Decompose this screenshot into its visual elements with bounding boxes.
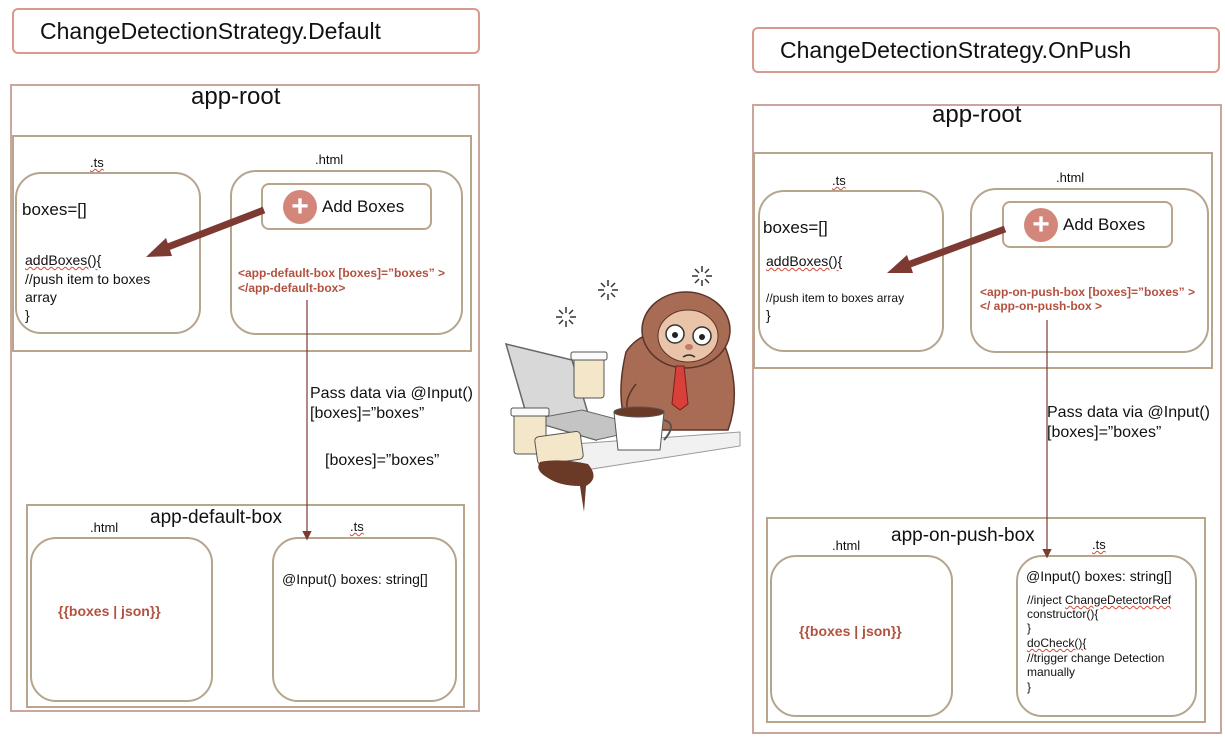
left-html-label: .html <box>315 152 344 167</box>
left-push-comment-2: array <box>25 289 57 305</box>
right-root-inner-frame <box>753 152 1213 369</box>
left-pass-data-2: [boxes]=”boxes” <box>310 405 425 422</box>
right-json-pipe: {{boxes | json}} <box>799 623 902 639</box>
left-child-ts-label: .ts <box>350 519 364 534</box>
left-child-label: app-default-box <box>150 507 283 528</box>
right-child-ts-box <box>1016 555 1197 717</box>
right-pass-data-2: [boxes]=”boxes” <box>1047 424 1162 441</box>
right-template-line-2: </ app-on-push-box > <box>980 299 1102 313</box>
left-root-inner-frame <box>12 135 472 352</box>
right-add-boxes-label: Add Boxes <box>1063 214 1146 234</box>
left-pass-data-1: Pass data via @Input() <box>310 385 473 402</box>
plus-icon: + <box>283 189 317 224</box>
left-pass-data-3: [boxes]=”boxes” <box>325 452 440 469</box>
right-ts-box <box>758 190 944 352</box>
right-html-label: .html <box>1056 170 1085 185</box>
right-inject-comment: //inject ChangeDetectorRef <box>1027 593 1172 607</box>
right-constructor-close: } <box>1027 621 1032 635</box>
right-pass-data-1: Pass data via @Input() <box>1047 404 1210 421</box>
right-child-html-box <box>770 555 953 717</box>
right-ts-label: .ts <box>832 173 846 188</box>
right-title: ChangeDetectionStrategy.OnPush <box>780 36 1132 63</box>
right-child-ts-label: .ts <box>1092 537 1106 552</box>
left-template-line-1: <app-default-box [boxes]=”boxes” > <box>238 266 446 280</box>
right-push-comment: //push item to boxes array <box>766 291 905 305</box>
left-add-boxes-fn: addBoxes(){ <box>25 252 102 268</box>
left-child-html-label: .html <box>90 520 119 535</box>
left-json-pipe: {{boxes | json}} <box>58 603 161 619</box>
right-title-box: ChangeDetectionStrategy.OnPush <box>752 27 1220 73</box>
left-push-comment-1: //push item to boxes <box>25 271 151 287</box>
left-add-boxes-label: Add Boxes <box>322 196 405 216</box>
right-inject-class: ChangeDetectorRef <box>1065 593 1172 607</box>
left-title: ChangeDetectionStrategy.Default <box>40 17 381 44</box>
plus-icon: + <box>1024 207 1058 242</box>
left-child-html-box <box>30 537 213 702</box>
right-app-root-frame <box>752 104 1222 734</box>
stressed-sloth-at-laptop-illustration <box>504 266 741 512</box>
left-app-root-label: app-root <box>191 83 281 110</box>
right-child-frame <box>766 517 1206 723</box>
left-add-boxes-button[interactable]: + Add Boxes <box>261 183 432 230</box>
right-boxes-decl: boxes=[] <box>763 218 828 237</box>
right-close-brace: } <box>766 307 771 323</box>
left-ts-label: .ts <box>90 155 104 170</box>
right-docheck-close: } <box>1027 680 1032 694</box>
right-app-root-label: app-root <box>932 101 1022 128</box>
right-input-decl: @Input() boxes: string[] <box>1026 568 1172 584</box>
left-child-frame <box>26 504 465 708</box>
right-child-html-label: .html <box>832 538 861 553</box>
right-constructor-line: constructor(){ <box>1027 607 1099 621</box>
left-app-root-frame <box>10 84 480 712</box>
left-input-decl: @Input() boxes: string[] <box>282 571 428 587</box>
left-template-line-2: </app-default-box> <box>238 281 346 295</box>
left-close-brace: } <box>25 307 30 323</box>
right-child-label: app-on-push-box <box>891 525 1035 546</box>
right-template-line-1: <app-on-push-box [boxes]=”boxes” > <box>980 285 1196 299</box>
left-title-box: ChangeDetectionStrategy.Default <box>12 8 480 54</box>
right-docheck-line: doCheck(){ <box>1027 636 1087 650</box>
right-trigger-comment-1: //trigger change Detection <box>1027 651 1165 665</box>
right-add-boxes-fn: addBoxes(){ <box>766 253 843 269</box>
right-add-boxes-button[interactable]: + Add Boxes <box>1002 201 1173 248</box>
right-trigger-comment-2: manually <box>1027 665 1076 679</box>
left-child-ts-box <box>272 537 457 702</box>
right-html-box <box>970 188 1209 353</box>
left-boxes-decl: boxes=[] <box>22 200 87 219</box>
